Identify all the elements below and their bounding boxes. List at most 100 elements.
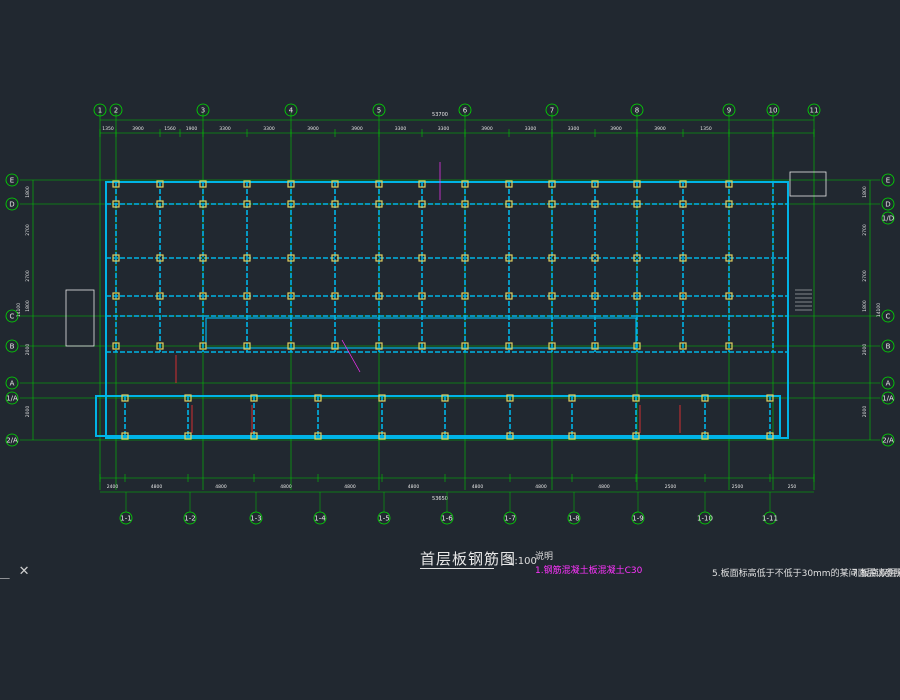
column-13 bbox=[199, 292, 207, 300]
column-11 bbox=[199, 200, 207, 208]
column-65 bbox=[679, 180, 687, 188]
column-40 bbox=[461, 180, 469, 188]
slab-outline bbox=[105, 181, 789, 439]
axis-bubble-top-7-circle bbox=[545, 103, 559, 117]
left-dim-5: 2000 bbox=[25, 406, 31, 418]
axis-bubble-right-C-circle bbox=[881, 309, 895, 323]
bottom-dim-1: 4800 bbox=[151, 484, 163, 490]
column-47 bbox=[505, 254, 513, 262]
stair-block-left bbox=[65, 289, 95, 347]
axis-tag-right-2-circle bbox=[881, 433, 895, 447]
bottom-dim-4: 4800 bbox=[344, 484, 356, 490]
column-75 bbox=[121, 394, 129, 402]
top-dim-11: 3300 bbox=[525, 126, 537, 132]
column-51 bbox=[548, 200, 556, 208]
axis-bubble-top-2-circle bbox=[109, 103, 123, 117]
corridor-slab bbox=[95, 395, 781, 437]
axis-grid-lines bbox=[20, 112, 880, 490]
axis-bubble-top-4-label: 4 bbox=[289, 107, 294, 115]
axis-bubble-left-D-circle bbox=[5, 197, 19, 211]
bottom-dim-8: 4800 bbox=[598, 484, 610, 490]
bottom-dim-3: 4800 bbox=[280, 484, 292, 490]
bottom-dim-6: 4800 bbox=[472, 484, 484, 490]
column-16 bbox=[243, 200, 251, 208]
right-dim-3: 1800 bbox=[862, 300, 868, 312]
central-panel bbox=[205, 317, 637, 349]
axis-bubble-top-5-label: 5 bbox=[377, 107, 381, 115]
axis-bubble-right-C-label: C bbox=[886, 313, 891, 321]
top-dim-9: 3300 bbox=[438, 126, 450, 132]
top-dim-10: 3900 bbox=[481, 126, 493, 132]
axis-bubble-left-E-label: E bbox=[10, 177, 14, 185]
column-23 bbox=[287, 292, 295, 300]
column-3 bbox=[112, 292, 120, 300]
axis-tag-bottom-1-circle bbox=[183, 511, 197, 525]
column-95 bbox=[766, 394, 774, 402]
axis-tag-bottom-6-circle bbox=[503, 511, 517, 525]
top-dim-13: 3900 bbox=[610, 126, 622, 132]
column-10 bbox=[199, 180, 207, 188]
axis-bubble-top-5-circle bbox=[372, 103, 386, 117]
column-41 bbox=[461, 200, 469, 208]
axis-bubble-left-E-circle bbox=[5, 173, 19, 187]
axis-bubble-top-10-circle bbox=[766, 103, 780, 117]
top-total-dim: 53700 bbox=[432, 112, 448, 118]
column-38 bbox=[418, 292, 426, 300]
axis-bubble-left-C-circle bbox=[5, 309, 19, 323]
right-dim-0: 1800 bbox=[862, 186, 868, 198]
ucs-icon: _ ✕ bbox=[0, 560, 29, 579]
column-52 bbox=[548, 254, 556, 262]
column-74 bbox=[725, 342, 733, 350]
axis-tag-bottom-2-circle bbox=[249, 511, 263, 525]
column-49 bbox=[505, 342, 513, 350]
axis-tag-bottom-7-label: 1-8 bbox=[568, 515, 579, 523]
column-24 bbox=[287, 342, 295, 350]
column-28 bbox=[331, 292, 339, 300]
axis-tag-bottom-5-circle bbox=[440, 511, 454, 525]
column-60 bbox=[633, 180, 641, 188]
note-7: 7.板底双层双向)B bbox=[852, 569, 900, 579]
column-0 bbox=[112, 180, 120, 188]
axis-bubble-right-B-circle bbox=[881, 339, 895, 353]
bottom-total-dim: 53650 bbox=[432, 496, 448, 502]
column-12 bbox=[199, 254, 207, 262]
axis-tag-right-0-label: 1/D bbox=[882, 215, 894, 223]
column-76 bbox=[121, 432, 129, 440]
column-89 bbox=[568, 394, 576, 402]
top-dim-6: 3900 bbox=[307, 126, 319, 132]
axis-tag-bottom-1-label: 1-2 bbox=[184, 515, 195, 523]
left-dim-2: 2700 bbox=[25, 270, 31, 282]
column-19 bbox=[243, 342, 251, 350]
axis-bubble-left-A-label: A bbox=[10, 380, 15, 388]
top-dim-14: 3900 bbox=[654, 126, 666, 132]
columns bbox=[112, 180, 774, 440]
bottom-dim-0: 2400 bbox=[107, 484, 119, 490]
column-90 bbox=[568, 432, 576, 440]
right-total-dim: 14100 bbox=[876, 303, 882, 317]
right-dim-1: 2700 bbox=[862, 224, 868, 236]
column-91 bbox=[632, 394, 640, 402]
axis-tag-bottom-8-circle bbox=[631, 511, 645, 525]
axis-bubble-top-10-label: 10 bbox=[769, 107, 778, 115]
column-2 bbox=[112, 254, 120, 262]
note-1: 1.钢筋混凝土板混凝土C30 bbox=[535, 566, 643, 576]
left-dim-3: 1800 bbox=[25, 300, 31, 312]
axis-bubble-top-2-label: 2 bbox=[114, 107, 118, 115]
axis-bubble-right-E-circle bbox=[881, 173, 895, 187]
axis-tag-bottom-4-circle bbox=[377, 511, 391, 525]
column-17 bbox=[243, 254, 251, 262]
axis-bubble-top-1-circle bbox=[93, 103, 107, 117]
column-44 bbox=[461, 342, 469, 350]
right-dim-4: 2000 bbox=[862, 344, 868, 356]
column-56 bbox=[591, 200, 599, 208]
axis-bubble-top-8-label: 8 bbox=[635, 107, 639, 115]
column-54 bbox=[548, 342, 556, 350]
bottom-dim-11: 250 bbox=[788, 484, 797, 490]
column-31 bbox=[375, 200, 383, 208]
top-dim-5: 3300 bbox=[263, 126, 275, 132]
bottom-dim-10: 2500 bbox=[732, 484, 744, 490]
top-dim-3: 1900 bbox=[186, 126, 198, 132]
note-5: 5.板面标高低于不低于30mm的某间面层请参照设置 bbox=[712, 569, 900, 579]
axis-bubble-right-E-label: E bbox=[886, 177, 890, 185]
